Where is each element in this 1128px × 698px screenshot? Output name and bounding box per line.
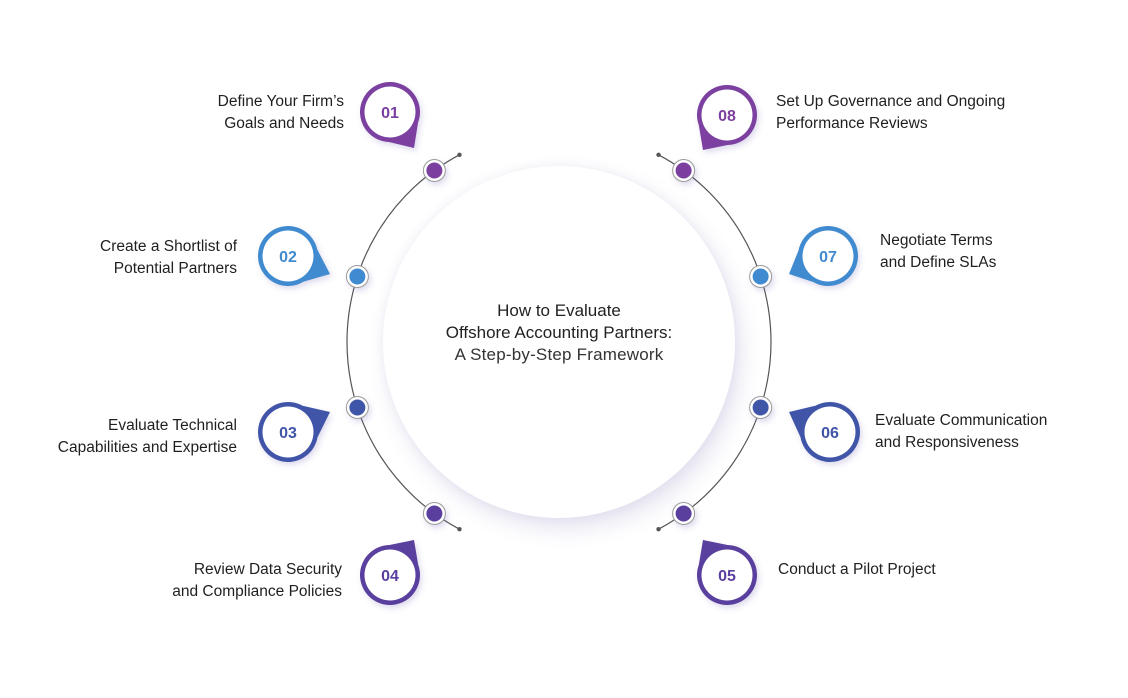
step-05-label-line-1: Conduct a Pilot Project: [778, 561, 936, 578]
left-arc: [346, 154, 460, 530]
step-07-badge: 07: [789, 225, 858, 286]
left-arc-end-dot: [457, 526, 462, 532]
step-02-label-line-1: Create a Shortlist of: [100, 238, 237, 255]
step-04-badge: 04: [360, 540, 420, 606]
step-03-label-line-1: Evaluate Technical: [108, 417, 237, 434]
step-06-label-line-2: and Responsiveness: [875, 434, 1019, 451]
step-01-label: Define Your Firm’s Goals and Needs: [218, 91, 344, 135]
step-02-label: Create a Shortlist of Potential Partners: [100, 236, 237, 280]
badge-inner: [364, 86, 416, 138]
step-03-badge: 03: [258, 402, 330, 463]
step-number: 03: [279, 425, 297, 442]
step-number: 02: [279, 249, 297, 266]
step-07-marker: [749, 264, 773, 288]
marker-dot: [349, 268, 366, 285]
marker-dot: [752, 399, 769, 416]
title-subtitle: A Step-by-Step Framework: [454, 345, 664, 364]
diagram-title: How to Evaluate Offshore Accounting Part…: [383, 300, 735, 366]
step-08-label-line-1: Set Up Governance and Ongoing: [776, 93, 1006, 110]
badge-inner: [802, 230, 854, 282]
right-arc: [658, 154, 772, 530]
step-04-marker: [422, 502, 446, 526]
step-02-marker: [345, 264, 369, 288]
badge-inner: [701, 89, 753, 141]
badge-inner: [262, 230, 314, 282]
step-number: 07: [819, 249, 837, 266]
marker-dot: [426, 162, 443, 179]
title-line-1: How to Evaluate: [497, 301, 621, 320]
step-01-label-line-1: Define Your Firm’s: [217, 93, 344, 110]
center-circle: [383, 166, 735, 518]
step-number: 06: [821, 425, 839, 442]
step-08-badge: 08: [697, 85, 758, 150]
step-06-marker: [749, 396, 773, 420]
step-03-label-line-2: Capabilities and Expertise: [57, 439, 237, 456]
step-01-label-line-2: Goals and Needs: [224, 115, 344, 132]
step-number: 05: [718, 568, 736, 585]
marker-dot: [426, 505, 443, 522]
step-04-label-line-2: and Compliance Policies: [172, 583, 342, 600]
badge-inner: [701, 549, 753, 601]
step-07-label-line-1: Negotiate Terms: [880, 232, 993, 249]
step-06-badge: 06: [789, 402, 860, 462]
step-06-label: Evaluate Communication and Responsivenes…: [875, 410, 1047, 454]
badge-inner: [262, 406, 314, 458]
step-04-label: Review Data Security and Compliance Poli…: [172, 559, 342, 603]
marker-dot: [675, 505, 692, 522]
step-07-label: Negotiate Terms and Define SLAs: [880, 230, 996, 274]
badge-inner: [364, 549, 416, 601]
step-08-label-line-2: Performance Reviews: [776, 115, 928, 132]
step-06-label-line-1: Evaluate Communication: [875, 412, 1048, 429]
step-08-marker: [672, 158, 696, 182]
step-05-label: Conduct a Pilot Project: [778, 559, 936, 581]
marker-dot: [349, 399, 366, 416]
title-line-2: Offshore Accounting Partners:: [445, 323, 673, 342]
step-05-badge: 05: [697, 540, 757, 606]
step-05-marker: [672, 502, 696, 526]
step-number: 01: [381, 105, 399, 122]
step-08-label: Set Up Governance and Ongoing Performanc…: [776, 91, 1005, 135]
step-number: 04: [381, 568, 399, 585]
right-arc-end-dot: [656, 526, 661, 532]
step-01-marker: [422, 158, 446, 182]
marker-dot: [752, 268, 769, 285]
step-number: 08: [718, 108, 736, 125]
left-arc-end-dot: [457, 152, 462, 158]
step-02-label-line-2: Potential Partners: [113, 260, 237, 277]
badge-inner: [804, 406, 856, 458]
step-01-badge: 01: [360, 82, 420, 148]
step-03-label: Evaluate Technical Capabilities and Expe…: [58, 415, 237, 459]
step-02-badge: 02: [258, 226, 330, 286]
right-arc-end-dot: [656, 152, 661, 158]
step-07-label-line-2: and Define SLAs: [880, 254, 997, 271]
step-03-marker: [345, 396, 369, 420]
marker-dot: [675, 162, 692, 179]
step-04-label-line-1: Review Data Security: [193, 561, 342, 578]
